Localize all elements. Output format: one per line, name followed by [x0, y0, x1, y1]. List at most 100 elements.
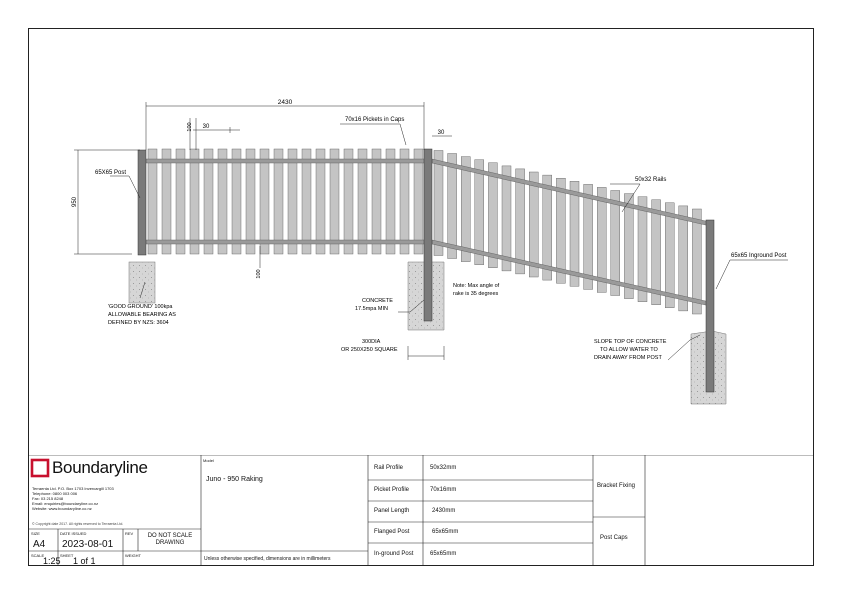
- callout-concrete-1: CONCRETE: [362, 298, 393, 304]
- raked-panel-pickets: [433, 150, 702, 315]
- picket: [329, 148, 340, 255]
- picket: [245, 148, 256, 255]
- dim-picket-gap: 30: [203, 124, 210, 130]
- model-value: Juno - 950 Raking: [206, 476, 263, 483]
- dim-rail-bottom: 100: [256, 269, 262, 278]
- picket: [343, 148, 354, 255]
- picket: [542, 174, 552, 281]
- picket: [413, 148, 424, 255]
- size-value: A4: [33, 539, 46, 550]
- brand-logo-mark: [30, 458, 50, 478]
- callout-ground-2: ALLOWABLE BEARING AS: [108, 312, 176, 318]
- picket: [474, 159, 484, 265]
- picket: [259, 148, 270, 255]
- date-value: 2023-08-01: [62, 539, 114, 550]
- picket: [624, 193, 634, 299]
- callout-rails: 50x32 Rails: [635, 177, 666, 183]
- rev-label: REV: [125, 531, 134, 536]
- scale-label: SCALE: [31, 553, 45, 558]
- sheet-value: 1 of 1: [73, 556, 96, 566]
- picket: [231, 148, 242, 255]
- scale-value: 1:25: [43, 556, 61, 566]
- company-line: Fax: 03 215 8248: [32, 496, 64, 501]
- spec-label: Rail Profile: [374, 465, 404, 471]
- company-line: Email: enquiries@boundaryline.co.nz: [32, 501, 99, 506]
- dim-rail-top: 100: [187, 122, 193, 131]
- flat-top-rail: [143, 158, 427, 164]
- picket: [651, 199, 661, 306]
- callout-slope-3: DRAIN AWAY FROM POST: [594, 355, 662, 361]
- do-not-scale: DO NOT SCALE DRAWING: [147, 533, 193, 546]
- spec-label: Picket Profile: [374, 487, 410, 493]
- picket: [610, 190, 620, 296]
- model-label: Model: [203, 458, 214, 463]
- callout-post-left: 65X65 Post: [95, 170, 126, 176]
- callout-ground-3: DEFINED BY NZS: 3604: [108, 320, 169, 326]
- spec-label: Flanged Post: [374, 529, 410, 535]
- picket: [665, 202, 675, 309]
- picket: [501, 165, 512, 272]
- sheet-label: SHEET: [60, 553, 74, 558]
- picket: [287, 148, 298, 255]
- callout-inground-post: 65x65 Inground Post: [731, 253, 787, 259]
- picket: [161, 148, 172, 255]
- picket: [488, 162, 498, 269]
- callout-footing-1: 300DIA: [362, 339, 381, 345]
- picket: [447, 153, 457, 259]
- picket: [569, 181, 580, 287]
- picket: [315, 148, 326, 255]
- copyright: © Copyright date 2017. All rights reserv…: [32, 522, 124, 526]
- company-line: Telephone: 0800 003 006: [32, 491, 78, 496]
- callout-pickets: 70x16 Pickets in Caps: [345, 117, 404, 123]
- picket: [273, 148, 284, 255]
- drawing-sheet: [28, 28, 814, 566]
- flat-panel-pickets: [147, 148, 424, 255]
- company-line: Terraenta Ltd. P.O. Box 1703 Invercargil…: [32, 486, 114, 491]
- units-note: Unless otherwise specified, dimensions a…: [204, 556, 331, 562]
- spec-value: 65x65mm: [432, 529, 459, 535]
- callout-slope-1: SLOPE TOP OF CONCRETE: [594, 339, 667, 345]
- picket: [597, 187, 607, 293]
- date-label: DATE ISSUED: [60, 531, 87, 536]
- picket: [371, 148, 382, 255]
- picket: [692, 208, 702, 315]
- company-info: Terraenta Ltd. P.O. Box 1703 Invercargil…: [32, 486, 200, 511]
- spec-label: In-ground Post: [374, 551, 414, 557]
- bracket-fixing: Bracket Fixing: [597, 483, 636, 489]
- picket: [583, 184, 593, 290]
- picket: [175, 148, 186, 255]
- spec-value: 65x65mm: [430, 551, 457, 557]
- title-block-grid: [28, 455, 814, 566]
- callout-concrete-2: 17.5mpa MIN: [355, 306, 388, 312]
- spec-value: 70x16mm: [430, 487, 457, 493]
- company-line: Website: www.boundaryline.co.nz: [32, 506, 92, 511]
- picket: [515, 168, 525, 275]
- dim-panel-length: 2430: [278, 99, 293, 106]
- picket: [301, 148, 312, 255]
- spec-label: Panel Length: [374, 508, 410, 514]
- picket: [203, 148, 214, 255]
- picket: [529, 171, 539, 278]
- left-footing: [128, 261, 156, 304]
- picket: [556, 177, 566, 284]
- dimension-lines: [74, 102, 452, 360]
- picket: [385, 148, 396, 255]
- middle-post: [423, 148, 433, 322]
- dim-post-gap: 30: [438, 130, 445, 136]
- dim-height: 950: [72, 196, 78, 207]
- leader-lines: [110, 123, 788, 361]
- picket: [678, 205, 688, 312]
- picket: [461, 156, 471, 262]
- spec-value: 50x32mm: [430, 465, 457, 471]
- picket: [357, 148, 368, 255]
- picket: [433, 150, 444, 256]
- picket: [147, 148, 158, 255]
- callout-note-2: rake is 35 degrees: [453, 291, 498, 297]
- picket: [637, 196, 648, 302]
- spec-value: 2430mm: [432, 508, 456, 514]
- left-post: [137, 149, 147, 256]
- picket: [217, 148, 228, 255]
- callout-footing-2: OR 250X250 SQUARE: [341, 347, 398, 353]
- title-block: Boundaryline Terraenta Ltd. P.O. Box 170…: [28, 455, 814, 566]
